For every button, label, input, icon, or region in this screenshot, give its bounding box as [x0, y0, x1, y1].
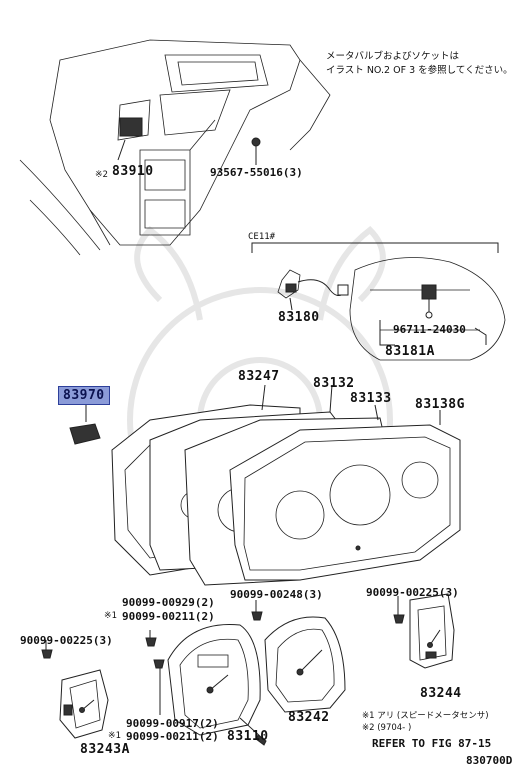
- part-number-83180[interactable]: 83180: [278, 310, 320, 325]
- gauge-83244-drawing: [409, 593, 455, 669]
- part-number-83132[interactable]: 83132: [313, 376, 355, 391]
- part-number-90099-00211-bot[interactable]: 90099-00211(2): [126, 730, 219, 743]
- gauge-83243a-drawing: [59, 669, 109, 739]
- sensor-83181a-drawing: [349, 257, 506, 361]
- part-number-96711-24030[interactable]: 96711-24030: [393, 323, 466, 336]
- note-line-2: イラスト NO.2 OF 3 を参照してください。: [326, 65, 513, 76]
- part-number-90099-00929[interactable]: 90099-00929(2): [122, 596, 215, 609]
- part-number-90099-00211-top[interactable]: 90099-00211(2): [122, 610, 215, 623]
- part-number-83244[interactable]: 83244: [420, 686, 462, 701]
- harness-83180-drawing: [277, 269, 349, 311]
- ce11-label: CE11#: [248, 232, 276, 242]
- mark-00211-top: ※1: [104, 611, 117, 621]
- part-number-83243a[interactable]: 83243A: [80, 742, 130, 757]
- part-number-83910[interactable]: 83910: [112, 164, 154, 179]
- tachometer-83242-drawing: [264, 616, 346, 713]
- part-number-90099-00225-right[interactable]: 90099-00225(3): [366, 586, 459, 599]
- part-number-83133[interactable]: 83133: [350, 391, 392, 406]
- figure-code: 830700D: [466, 754, 513, 767]
- cluster-assembly-drawing: [111, 384, 461, 586]
- part-number-83970-highlighted[interactable]: 83970: [58, 386, 110, 405]
- part-number-90099-00248[interactable]: 90099-00248(3): [230, 588, 323, 601]
- part-number-83181a[interactable]: 83181A: [385, 344, 435, 359]
- footnote-1: ※1 アリ (スピードメータセンサ): [362, 711, 489, 721]
- part-number-93567-55016[interactable]: 93567-55016(3): [210, 166, 303, 179]
- mark-83910: ※2: [95, 170, 108, 180]
- refer-to-fig[interactable]: REFER TO FIG 87-15: [372, 737, 492, 750]
- ce11-bracket: [251, 242, 499, 253]
- part-number-83242[interactable]: 83242: [288, 710, 330, 725]
- footnote-2: ※2 (9704- ): [362, 723, 412, 733]
- note-line-1: メータバルブおよびソケットは: [326, 51, 460, 62]
- dashboard-drawing: [19, 39, 331, 256]
- mark-00211-bot: ※1: [108, 731, 121, 741]
- part-number-83138g[interactable]: 83138G: [415, 397, 465, 412]
- screws-drawing: [41, 596, 405, 715]
- speedometer-83110-drawing: [167, 623, 267, 746]
- part-number-90099-00225-left[interactable]: 90099-00225(3): [20, 634, 113, 647]
- part-number-83247[interactable]: 83247: [238, 369, 280, 384]
- part-number-90099-00917[interactable]: 90099-00917(2): [126, 717, 219, 730]
- part-number-83110[interactable]: 83110: [227, 729, 269, 744]
- part-83970-drawing: [69, 402, 101, 445]
